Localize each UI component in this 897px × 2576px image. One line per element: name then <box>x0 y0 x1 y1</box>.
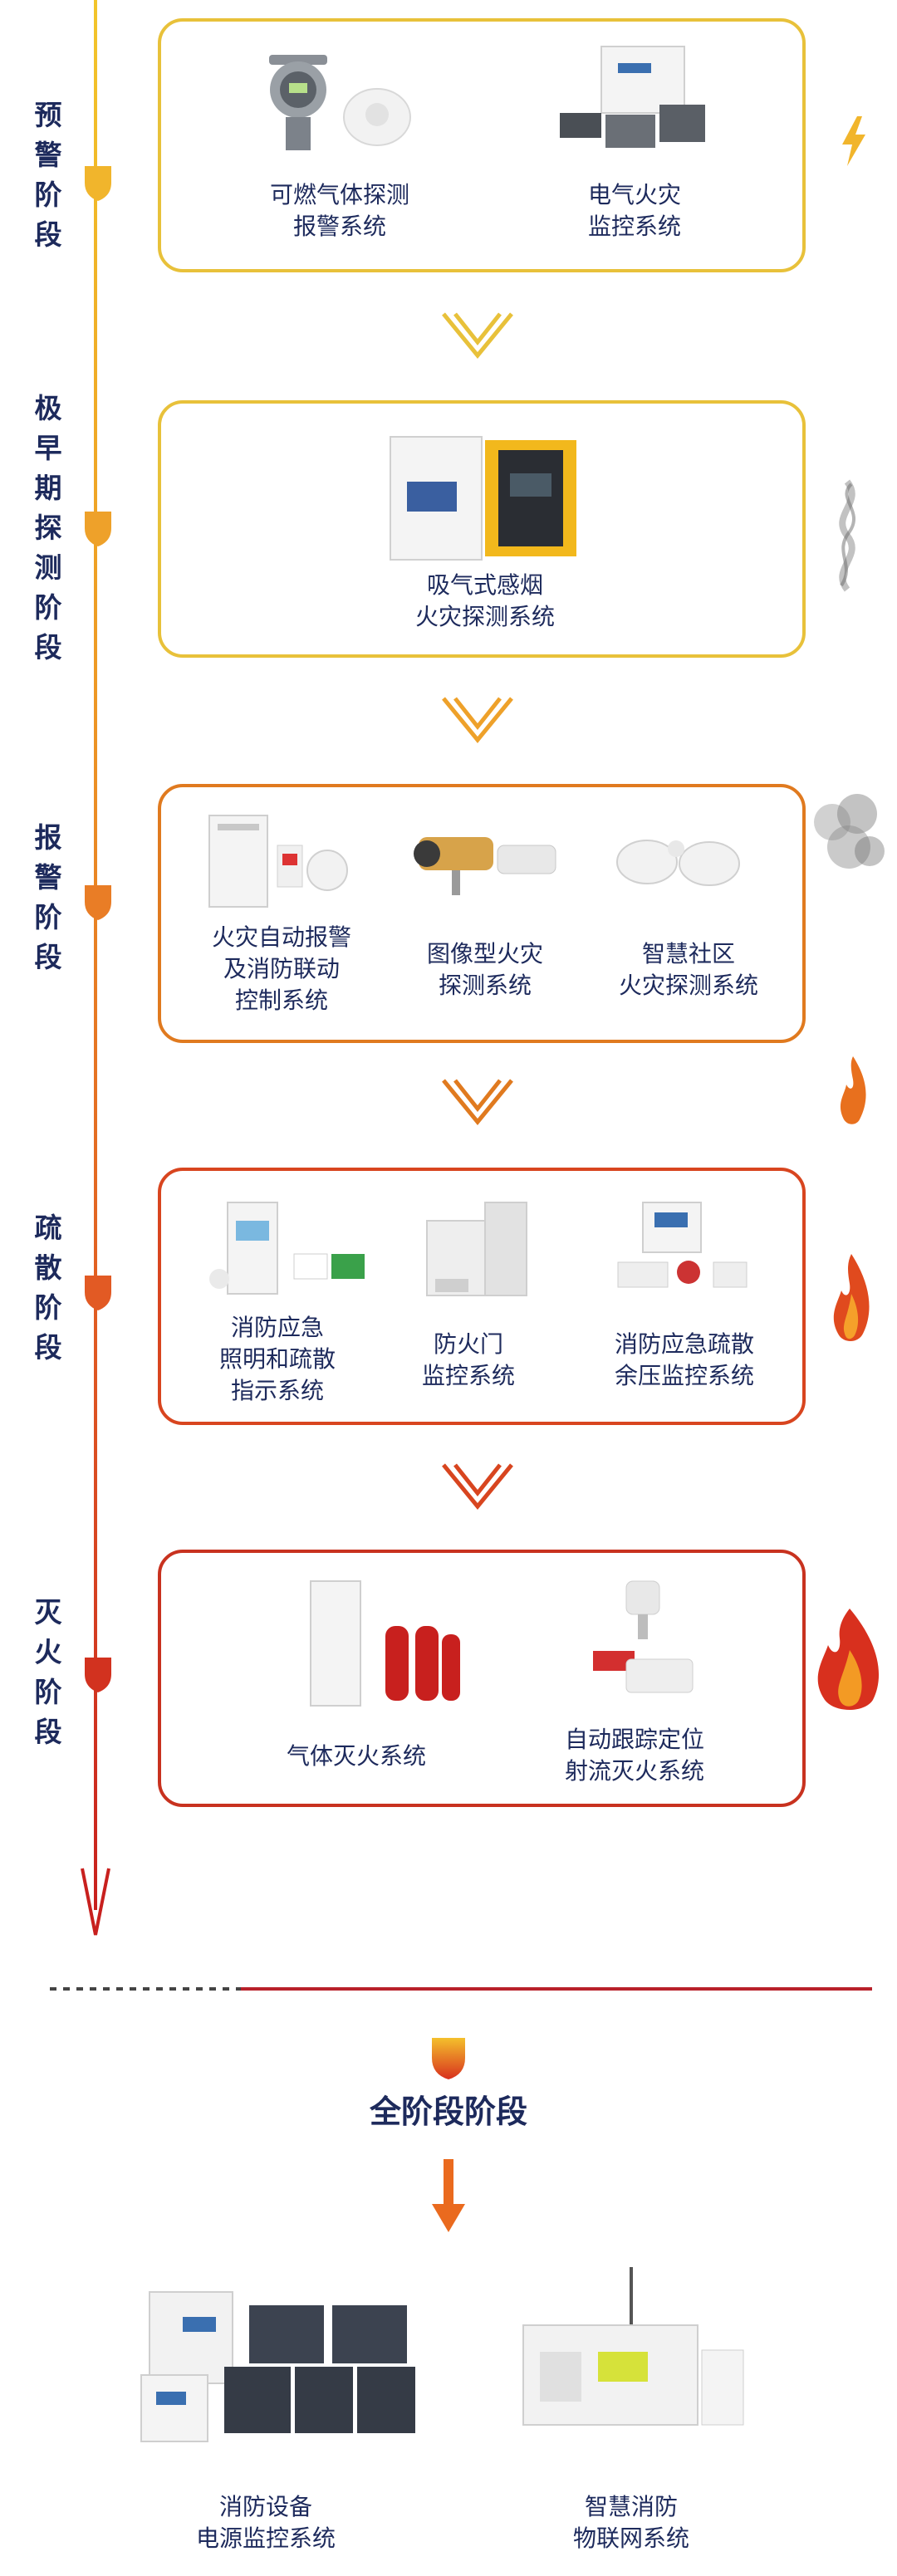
system-fire-door-monitor: 防火门 监控系统 <box>421 1330 515 1389</box>
stage-box-evacuation: 消防应急 照明和疏散 指示系统 防火门 监控系统 消防应急疏散 余压监控系统 <box>158 1168 806 1425</box>
system-gas-detection: 可燃气体探测 报警系统 <box>269 181 409 240</box>
arrow-down-icon <box>432 2159 465 2232</box>
chevron-down-icon <box>442 1079 513 1125</box>
stage-marker-4 <box>85 1276 111 1310</box>
stage-label-alarm: 报 警 阶 段 <box>34 821 62 973</box>
fire-alarm-panel-image <box>208 815 348 908</box>
aspirating-detector-image <box>390 436 576 561</box>
stage-box-early-detection: 吸气式感烟 火灾探测系统 <box>158 400 806 658</box>
smoke-icon <box>814 794 885 869</box>
chevron-down-icon <box>442 697 513 743</box>
system-smart-community: 智慧社区 火灾探测系统 <box>618 940 758 999</box>
image-fire-camera-image <box>414 837 556 895</box>
timeline-line <box>81 0 110 1936</box>
all-stage-shield-icon <box>432 2038 465 2079</box>
system-smart-fire-iot: 智慧消防 物联网系统 <box>572 2493 689 2552</box>
stage-marker-3 <box>85 885 111 920</box>
system-residual-pressure: 消防应急疏散 余压监控系统 <box>614 1330 754 1389</box>
fire-door-monitor-image <box>426 1202 527 1296</box>
system-emergency-lighting: 消防应急 照明和疏散 指示系统 <box>218 1314 336 1404</box>
system-auto-fire-alarm: 火灾自动报警 及消防联动 控制系统 <box>211 923 351 1014</box>
pressure-monitor-image <box>617 1202 748 1288</box>
system-auto-tracking-jet: 自动跟踪定位 射流灭火系统 <box>564 1726 704 1785</box>
emergency-lighting-image <box>209 1202 365 1295</box>
power-monitor-image <box>140 2291 415 2442</box>
stage-label-warning: 预 警 阶 段 <box>34 99 62 251</box>
system-gas-extinguishing: 气体灭火系统 <box>286 1742 426 1770</box>
stage-marker-5 <box>85 1658 111 1692</box>
stage-label-evacuation: 疏 散 阶 段 <box>34 1212 62 1364</box>
stage-marker-1 <box>85 166 111 201</box>
flame-icon <box>833 1254 870 1341</box>
smoke-icon <box>839 479 856 592</box>
system-image-fire-detection: 图像型火灾 探测系统 <box>426 940 543 999</box>
lightning-icon <box>842 116 865 166</box>
stage-marker-2 <box>85 512 111 546</box>
chevron-down-icon <box>442 1463 513 1510</box>
system-power-monitor: 消防设备 电源监控系统 <box>195 2493 336 2552</box>
stage-box-warning: 可燃气体探测 报警系统 电气火灾 监控系统 <box>158 18 806 272</box>
stage-label-extinguishing: 灭 火 阶 段 <box>34 1596 62 1748</box>
gas-detector-image <box>269 55 411 150</box>
auto-tracking-jet-image <box>593 1580 694 1693</box>
all-stage-title: 全阶段阶段 <box>369 2094 527 2130</box>
electrical-monitor-image <box>560 46 705 148</box>
stage-box-extinguishing: 气体灭火系统 自动跟踪定位 射流灭火系统 <box>158 1550 806 1807</box>
iot-system-image <box>522 2267 744 2426</box>
flame-icon <box>840 1056 866 1124</box>
system-aspirating-smoke: 吸气式感烟 火灾探测系统 <box>414 571 555 630</box>
flame-icon <box>817 1609 880 1710</box>
chevron-down-icon <box>442 312 513 359</box>
stage-box-alarm: 火灾自动报警 及消防联动 控制系统 图像型火灾 探测系统 智慧社区 火灾探测系统 <box>158 784 806 1043</box>
system-electrical-fire: 电气火灾 监控系统 <box>587 181 681 240</box>
gas-extinguishing-image <box>310 1580 460 1707</box>
stage-label-early-detection: 极 早 期 探 测 阶 段 <box>34 392 62 664</box>
section-divider <box>50 1987 872 1991</box>
smart-community-detector-image <box>616 840 740 886</box>
